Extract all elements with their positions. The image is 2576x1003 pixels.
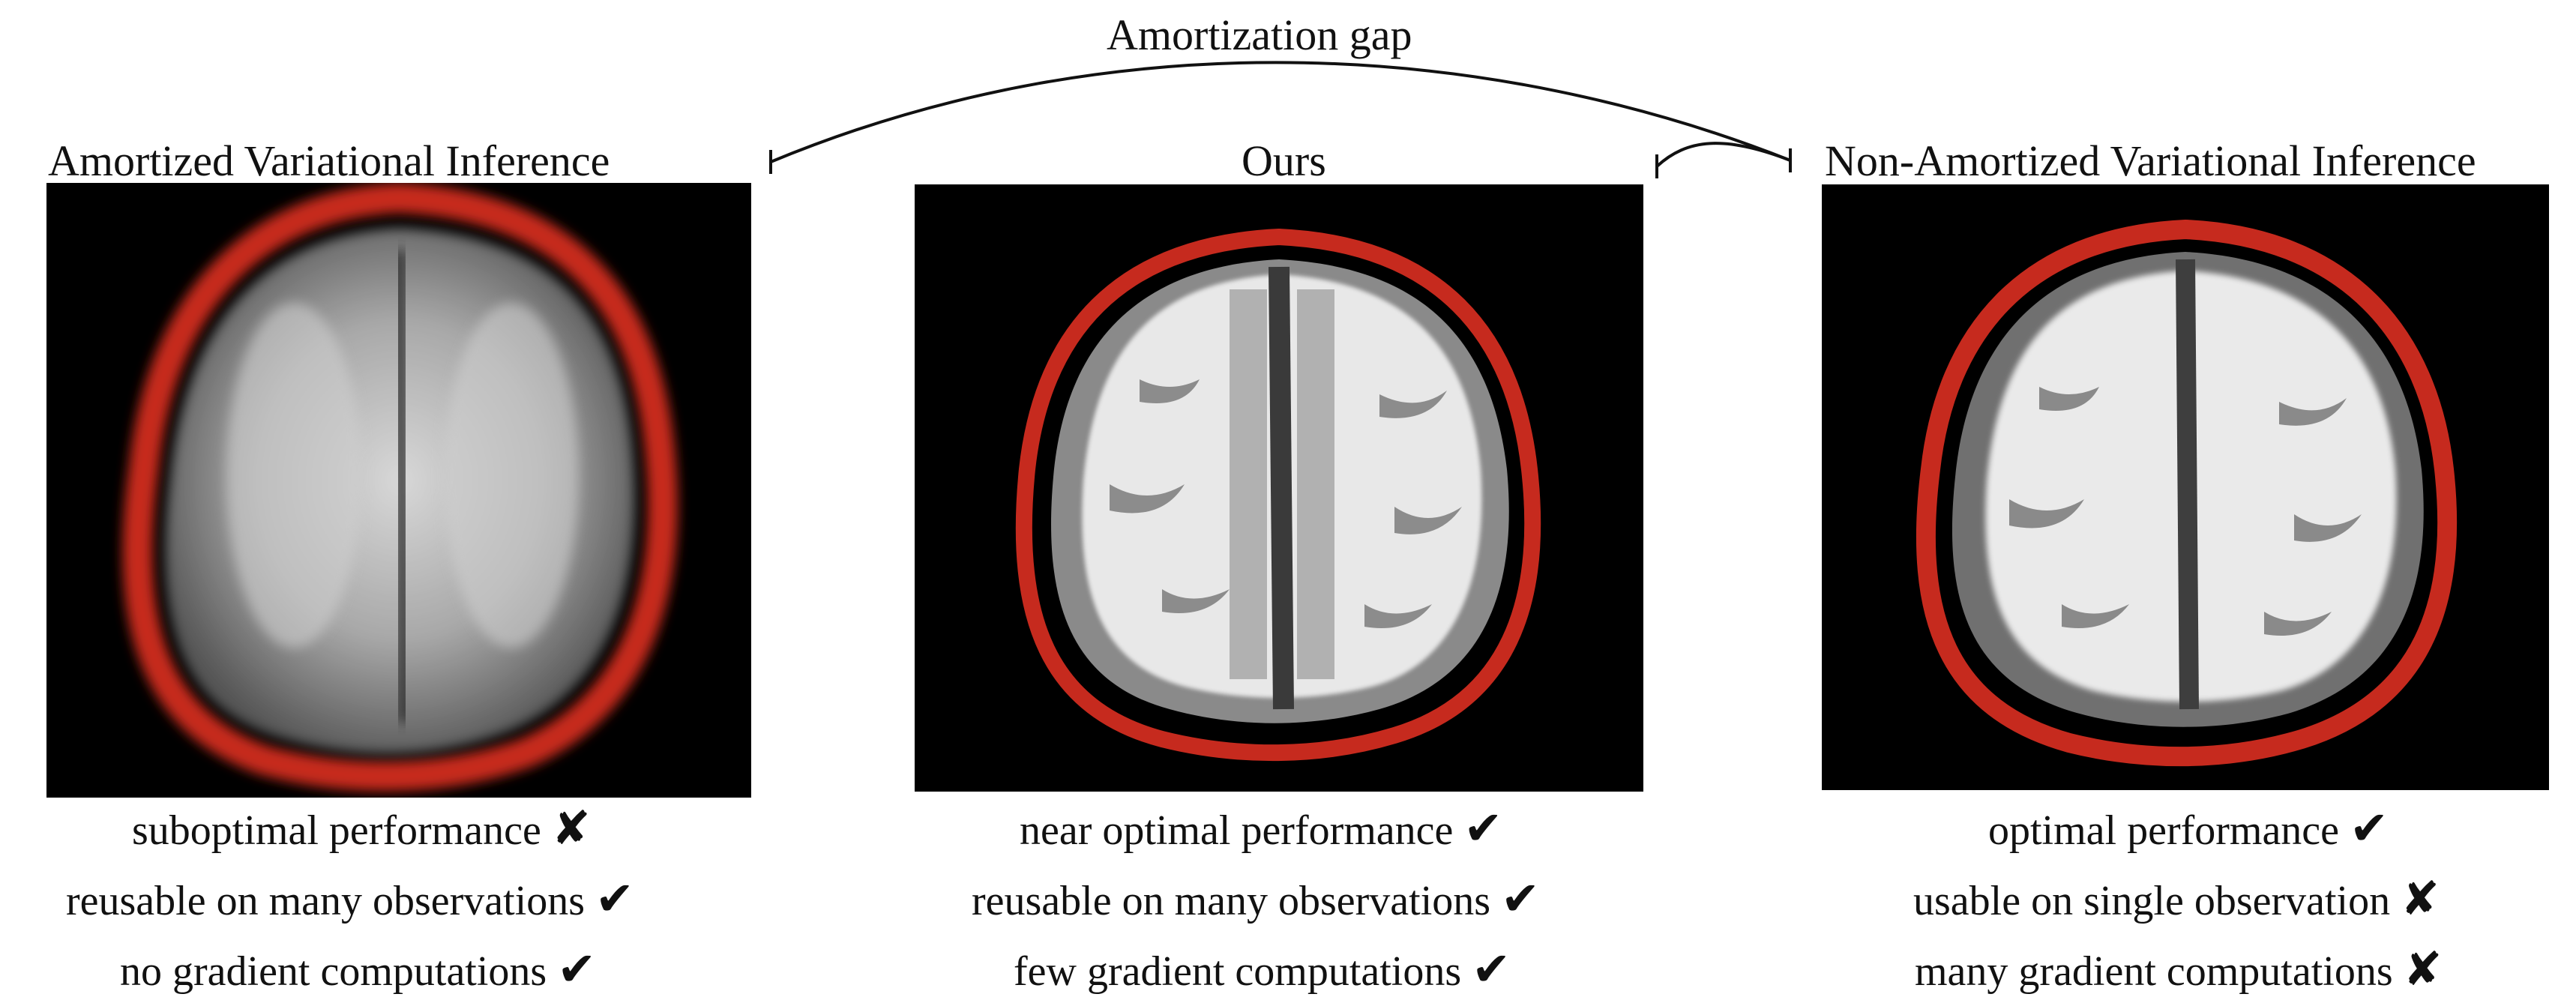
- panel-title-ours: Ours: [1242, 136, 1326, 185]
- left-prop-reusable: reusable on many observations✔: [66, 876, 634, 924]
- panel-title-amortized: Amortized Variational Inference: [48, 136, 610, 185]
- right-prop-gradients: many gradient computations✘: [1915, 946, 2443, 993]
- prop-text: many gradient computations: [1915, 948, 2393, 995]
- brain-image-ours: [915, 184, 1643, 792]
- prop-text: few gradient computations: [1014, 948, 1462, 995]
- middle-prop-reusable: reusable on many observations✔: [972, 876, 1540, 924]
- right-prop-performance: optimal performance✔: [1988, 805, 2389, 852]
- prop-text: near optimal performance: [1020, 807, 1454, 854]
- prop-text: usable on single observation: [1913, 878, 2391, 924]
- panel-title-non-amortized: Non-Amortized Variational Inference: [1825, 136, 2476, 185]
- prop-text: suboptimal performance: [132, 807, 541, 854]
- middle-prop-gradients: few gradient computations✔: [1014, 946, 1511, 993]
- prop-text: reusable on many observations: [66, 878, 586, 924]
- check-icon: ✔: [1463, 801, 1503, 855]
- prop-text: reusable on many observations: [972, 878, 1491, 924]
- prop-text: no gradient computations: [120, 948, 547, 995]
- prop-text: optimal performance: [1988, 807, 2340, 854]
- amortization-gap-label: Amortization gap: [1107, 10, 1412, 59]
- brain-image-amortized: [46, 183, 751, 798]
- left-prop-gradients: no gradient computations✔: [120, 946, 596, 993]
- cross-icon: ✘: [551, 801, 591, 855]
- check-icon: ✔: [1472, 942, 1511, 996]
- middle-prop-performance: near optimal performance✔: [1020, 805, 1502, 852]
- left-prop-performance: suboptimal performance✘: [132, 805, 591, 852]
- cross-icon: ✘: [2401, 871, 2440, 926]
- check-icon: ✔: [557, 942, 597, 996]
- right-prop-usable: usable on single observation✘: [1913, 876, 2440, 924]
- check-icon: ✔: [1501, 871, 1540, 926]
- cross-icon: ✘: [2403, 942, 2443, 996]
- ours-arc: [1655, 142, 1791, 168]
- check-icon: ✔: [595, 871, 634, 926]
- check-icon: ✔: [2350, 801, 2389, 855]
- brain-image-non-amortized: [1822, 184, 2549, 790]
